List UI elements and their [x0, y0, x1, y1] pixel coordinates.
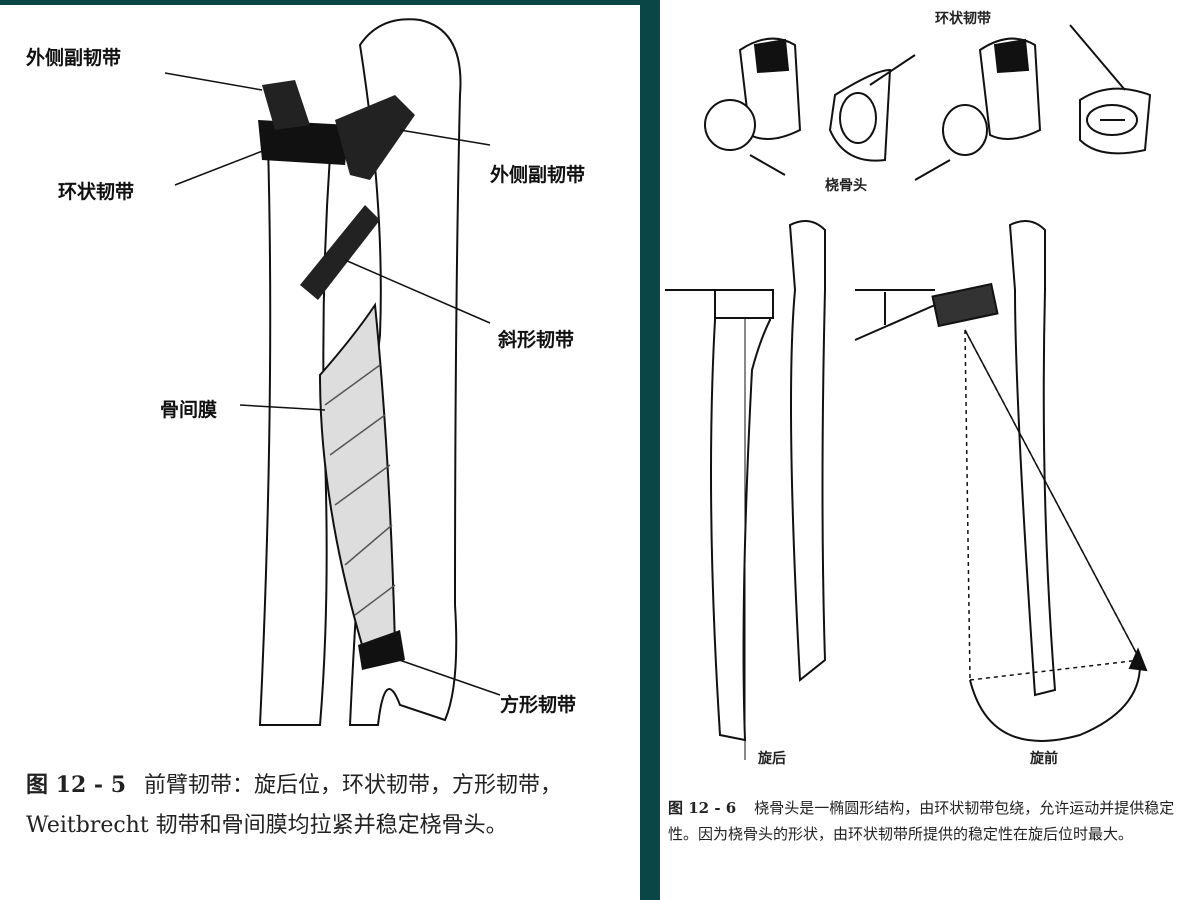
caption-text: 前臂韧带：旋后位，环状韧带，方形韧带，Weitbrecht 韧带和骨间膜均拉紧并…	[26, 773, 563, 838]
leader-lines	[164, 72, 501, 696]
oblique-cord	[300, 205, 380, 300]
radius-bone	[258, 143, 332, 726]
ulna-supination	[788, 220, 827, 682]
quadrate-ligament	[358, 630, 405, 670]
label-pronation: 旋前	[1030, 751, 1058, 767]
label-annular-ligament: 环状韧带	[935, 11, 991, 27]
radial-head-left	[704, 99, 756, 151]
label-radial-head: 桡骨头	[825, 178, 867, 194]
interosseous-membrane	[318, 302, 397, 657]
annular-ligament-band	[258, 120, 350, 165]
radial-head-right	[942, 104, 988, 156]
label-lateral-collateral-ligament-right: 外侧副韧带	[490, 164, 586, 186]
caption-text: 桡骨头是一椭圆形结构，由环状韧带包绕，允许运动并提供稳定性。因为桡骨头的形状，由…	[668, 799, 1175, 843]
label-quadrate-ligament: 方形韧带	[500, 694, 577, 716]
lateral-collateral-ligament-right	[335, 95, 415, 180]
radius-supination	[710, 289, 771, 742]
figure-number: 图 12 - 6	[668, 799, 737, 817]
figure-number: 图 12 - 5	[26, 772, 127, 798]
label-annular-ligament: 环状韧带	[58, 181, 135, 203]
label-lateral-collateral-ligament-top: 外侧副韧带	[26, 47, 122, 69]
lateral-collateral-ligament-left	[262, 80, 310, 130]
radial-head-pronation	[931, 282, 999, 328]
label-interosseous-membrane: 骨间膜	[160, 399, 218, 421]
label-supination: 旋后	[758, 751, 786, 767]
forearm-ligaments-drawing	[164, 18, 501, 726]
radial-head-rotation-drawing	[665, 24, 1152, 760]
label-oblique-cord: 斜形韧带	[498, 329, 575, 351]
